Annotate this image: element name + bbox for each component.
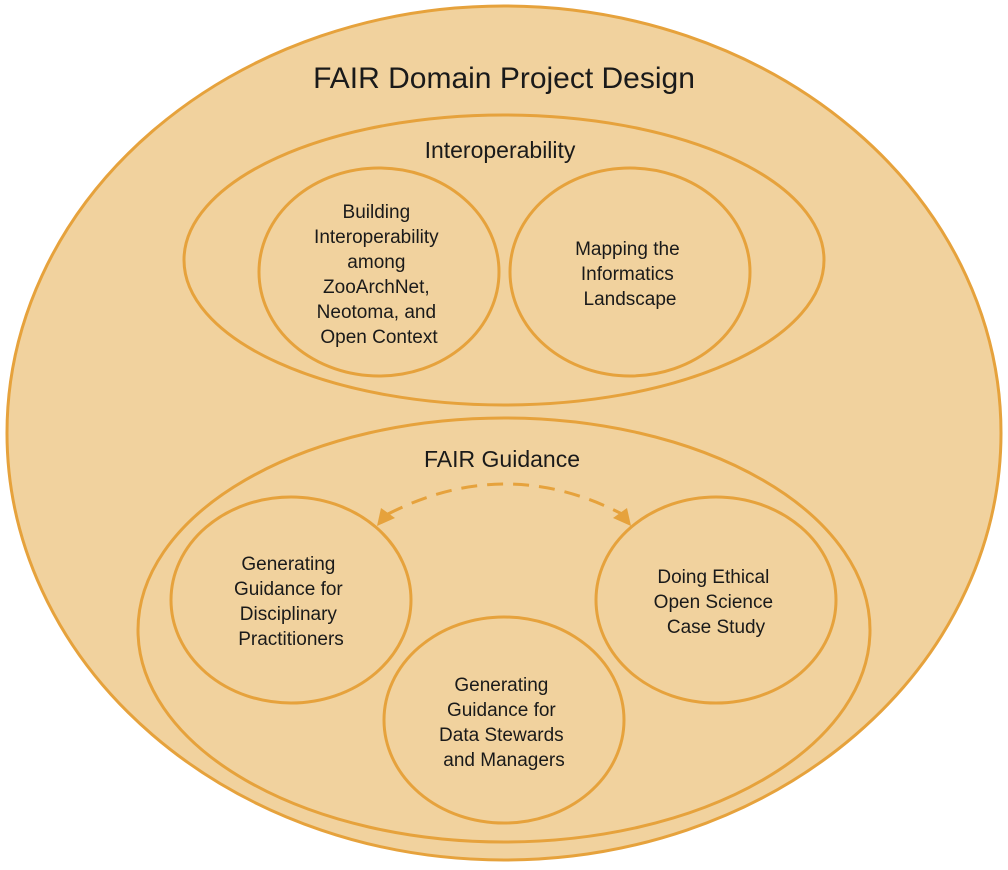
node-data-stewards-label: Generating Guidance for Data Stewards an…: [439, 675, 569, 771]
node-ethical-open-science-label: Doing Ethical Open Science Case Study: [654, 567, 779, 638]
interoperability-group-title: Interoperability: [425, 137, 576, 163]
node-building-interoperability-label: Building Interoperability among ZooArchN…: [314, 202, 444, 348]
arrow-head-left-icon: [377, 508, 395, 526]
node-mapping-informatics-ellipse: [508, 166, 752, 378]
diagram-title: FAIR Domain Project Design: [313, 62, 695, 95]
arrow-head-right-icon: [613, 508, 631, 526]
node-disciplinary-practitioners-ellipse: [169, 495, 413, 705]
node-building-interoperability-ellipse: [257, 166, 501, 378]
node-mapping-informatics-label: Mapping the Informatics Landscape: [575, 239, 685, 310]
fair-guidance-group-title: FAIR Guidance: [424, 446, 580, 472]
dashed-connector-arrow: [387, 482, 623, 516]
node-disciplinary-practitioners-label: Generating Guidance for Disciplinary Pra…: [234, 554, 348, 650]
node-data-stewards-ellipse: [382, 615, 626, 825]
node-ethical-open-science-ellipse: [594, 495, 838, 705]
